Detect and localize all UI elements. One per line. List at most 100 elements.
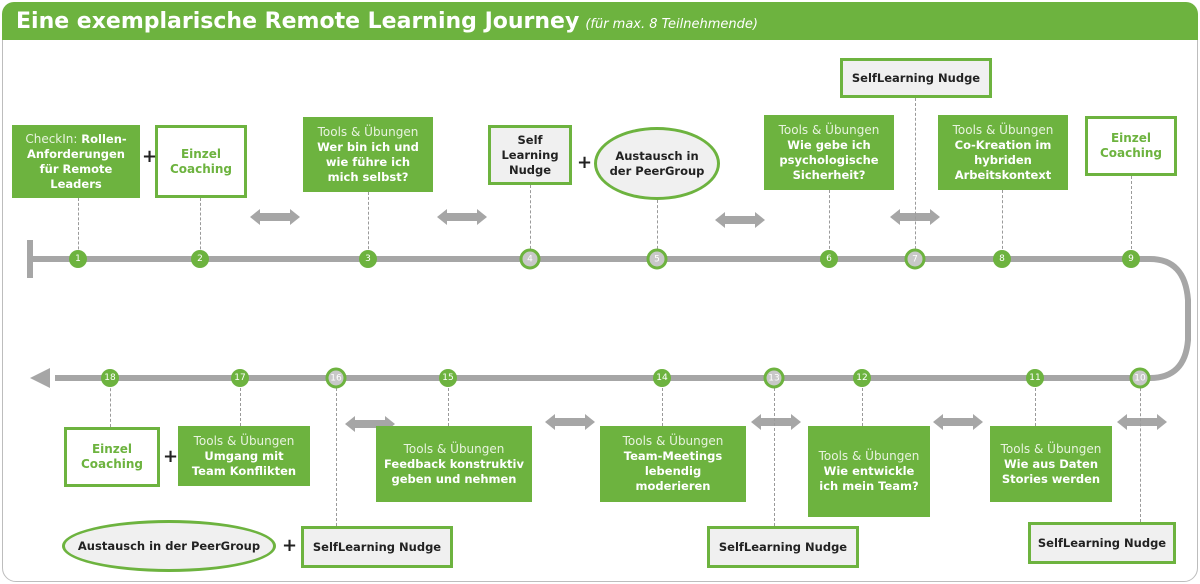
title-text: Eine exemplarische Remote Learning Journ… (16, 9, 580, 34)
step-title: Self Learning Nudge (501, 132, 559, 177)
connector-line (662, 378, 663, 426)
step-title: Team-Meetings lebendig moderieren (623, 449, 723, 493)
step-title: Rollen-Anforderungen für Remote Leaders (27, 131, 127, 191)
header-bar: Eine exemplarische Remote Learning Journ… (2, 2, 1198, 40)
step-title: Einzel Coaching (80, 442, 144, 471)
step-title: Co-Kreation im hybriden Arbeitskontext (954, 137, 1052, 182)
step-lead: Tools & Übungen (818, 449, 920, 463)
step-title: SelfLearning Nudge (1037, 535, 1167, 550)
step-lead: Tools & Übungen (952, 122, 1054, 137)
step-node-5[interactable]: 5 (646, 248, 668, 270)
step-node-11[interactable]: 11 (1026, 369, 1044, 387)
step-4-nudge-box[interactable]: Self Learning Nudge (488, 125, 572, 185)
step-title: SelfLearning Nudge (312, 539, 442, 554)
timeline-top (30, 256, 1191, 381)
step-lead: Tools & Übungen (1000, 441, 1102, 456)
step-2-coaching-box[interactable]: Einzel Coaching (155, 125, 247, 198)
connector-line (336, 378, 337, 526)
connector-line (530, 185, 531, 259)
step-18-coaching-box[interactable]: Einzel Coaching (64, 427, 160, 487)
step-node-8[interactable]: 8 (993, 250, 1011, 268)
subtitle: (für max. 8 Teilnehmende) (585, 17, 758, 32)
connector-line (200, 198, 201, 259)
plus-sign: + (142, 146, 158, 167)
double-arrow-icon (751, 414, 801, 430)
step-node-15[interactable]: 15 (439, 369, 457, 387)
step-node-7[interactable]: 7 (904, 248, 926, 270)
double-arrow-icon (250, 209, 300, 225)
step-1-tools-box[interactable]: CheckIn: Rollen-Anforderungen für Remote… (12, 125, 140, 198)
connector-line (1140, 378, 1141, 522)
connector-line (915, 98, 916, 259)
step-title: Austausch in der PeerGroup (609, 148, 705, 178)
step-node-1[interactable]: 1 (69, 250, 87, 268)
step-lead: Tools & Übungen (403, 441, 505, 456)
step-9-coaching-box[interactable]: Einzel Coaching (1085, 116, 1177, 176)
step-title: Wie gebe ich psychologische Sicherheit? (779, 137, 879, 182)
step-5-peergroup-box[interactable]: Austausch in der PeerGroup (594, 127, 720, 200)
connector-line (829, 190, 830, 259)
step-node-16[interactable]: 16 (325, 367, 347, 389)
step-title: Wie aus Daten Stories werden (1001, 456, 1101, 486)
step-10-nudge-box[interactable]: SelfLearning Nudge (1028, 522, 1176, 564)
step-title: SelfLearning Nudge (851, 70, 981, 85)
double-arrow-icon (1117, 414, 1167, 430)
step-node-18[interactable]: 18 (101, 369, 119, 387)
step-node-10[interactable]: 10 (1129, 367, 1151, 389)
step-16-nudge-box[interactable]: SelfLearning Nudge (301, 526, 453, 568)
connector-line (448, 378, 449, 426)
step-title: Einzel Coaching (169, 146, 233, 176)
double-arrow-icon (545, 414, 595, 430)
plus-sign: + (282, 535, 298, 556)
step-node-17[interactable]: 17 (231, 369, 249, 387)
step-node-6[interactable]: 6 (820, 250, 838, 268)
double-arrow-icon (437, 209, 487, 225)
step-title: SelfLearning Nudge (718, 539, 848, 554)
step-title: Einzel Coaching (1099, 131, 1163, 160)
step-title: Feedback konstruktiv geben und nehmen (384, 456, 524, 486)
plus-sign: + (577, 152, 593, 173)
connector-line (78, 198, 79, 259)
step-lead: Tools & Übungen (193, 433, 295, 448)
connector-line (1131, 176, 1132, 259)
connector-line (774, 378, 775, 526)
step-lead: Tools & Übungen (778, 122, 880, 137)
connector-line (368, 192, 369, 259)
step-7-nudge-box[interactable]: SelfLearning Nudge (840, 58, 992, 98)
connector-line (862, 378, 863, 426)
step-13-nudge-box[interactable]: SelfLearning Nudge (707, 526, 859, 568)
step-title: Wie entwickle ich mein Team? (819, 464, 919, 493)
plus-sign: + (163, 446, 179, 467)
connector-line (110, 378, 111, 427)
step-node-9[interactable]: 9 (1122, 250, 1140, 268)
double-arrow-icon (933, 414, 983, 430)
step-lead: Tools & Übungen (317, 124, 419, 139)
step-node-12[interactable]: 12 (853, 369, 871, 387)
step-title: Wer bin ich und wie führe ich mich selbs… (317, 139, 419, 184)
page-title: Eine exemplarische Remote Learning Journ… (16, 9, 758, 34)
step-text: CheckIn: Rollen-Anforderungen für Remote… (20, 132, 132, 192)
step-node-2[interactable]: 2 (191, 250, 209, 268)
connector-line (240, 378, 241, 426)
step-node-13[interactable]: 13 (763, 367, 785, 389)
step-lead: CheckIn: (25, 131, 82, 146)
peergroup-bottom-oval[interactable]: Austausch in der PeerGroup (62, 520, 276, 572)
timeline-end-arrow (30, 368, 50, 388)
step-node-14[interactable]: 14 (653, 369, 671, 387)
double-arrow-icon (715, 212, 765, 228)
connector-line (1002, 190, 1003, 259)
step-node-3[interactable]: 3 (359, 250, 377, 268)
connector-line (657, 200, 658, 259)
step-title: Umgang mit Team Konflikten (191, 448, 297, 478)
step-node-4[interactable]: 4 (519, 248, 541, 270)
step-lead: Tools & Übungen (622, 434, 724, 448)
